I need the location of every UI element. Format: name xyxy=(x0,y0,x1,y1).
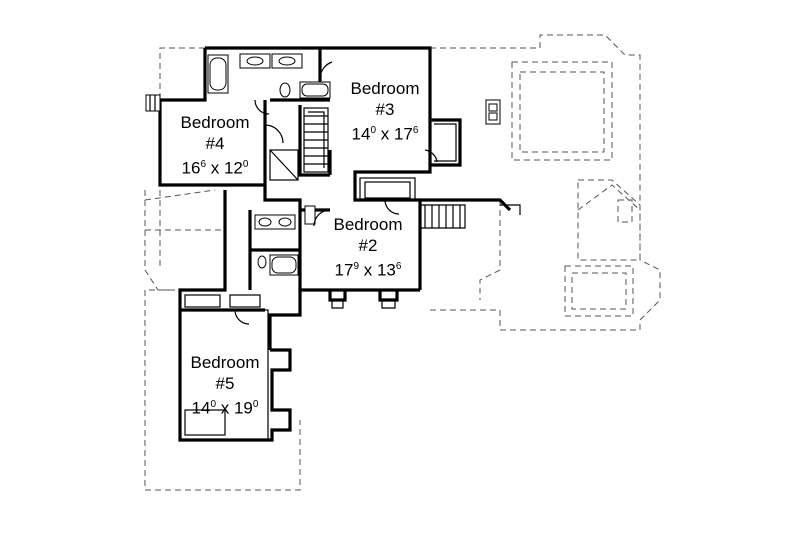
bay-windows xyxy=(328,118,462,309)
room-number: #3 xyxy=(375,100,395,119)
room-number: #5 xyxy=(215,374,235,393)
room-label-bedroom-4: Bedroom #4 166 x 120 xyxy=(165,112,265,179)
door-swings xyxy=(234,61,438,325)
deck-stairs xyxy=(420,198,521,229)
width-feet: 14 xyxy=(351,124,371,144)
room-number: #2 xyxy=(358,236,378,255)
length-feet: 17 xyxy=(393,124,413,144)
dim-separator: x xyxy=(216,398,234,418)
room-dimensions: 179 x 136 xyxy=(318,256,418,281)
room-dimensions: 140 x 190 xyxy=(175,394,275,419)
room-dimensions: 140 x 176 xyxy=(335,120,435,145)
room-label-bedroom-5: Bedroom #5 140 x 190 xyxy=(175,352,275,419)
width-feet: 17 xyxy=(334,260,354,280)
length-inches: 0 xyxy=(252,399,259,410)
room-number: #4 xyxy=(205,134,225,153)
width-inches: 9 xyxy=(353,261,360,272)
width-inches: 6 xyxy=(200,159,207,170)
room-dimensions: 166 x 120 xyxy=(165,154,265,179)
length-inches: 0 xyxy=(242,159,249,170)
room-label-bedroom-3: Bedroom #3 140 x 176 xyxy=(335,78,435,145)
dim-separator: x xyxy=(359,260,377,280)
length-feet: 12 xyxy=(223,158,243,178)
dim-separator: x xyxy=(206,158,224,178)
width-feet: 16 xyxy=(181,158,201,178)
length-feet: 19 xyxy=(233,398,253,418)
length-inches: 6 xyxy=(395,261,402,272)
bath-fixtures xyxy=(207,53,331,276)
length-feet: 13 xyxy=(376,260,396,280)
staircase xyxy=(303,107,329,173)
closets xyxy=(179,149,299,441)
window-units xyxy=(145,94,501,125)
room-name: Bedroom xyxy=(350,79,420,98)
room-name: Bedroom xyxy=(180,113,250,132)
length-inches: 6 xyxy=(412,125,419,136)
width-inches: 0 xyxy=(370,125,377,136)
room-name: Bedroom xyxy=(333,215,403,234)
width-inches: 0 xyxy=(210,399,217,410)
dim-separator: x xyxy=(376,124,394,144)
width-feet: 14 xyxy=(191,398,211,418)
room-label-bedroom-2: Bedroom #2 179 x 136 xyxy=(318,214,418,281)
roof-outline xyxy=(144,34,661,491)
room-name: Bedroom xyxy=(190,353,260,372)
